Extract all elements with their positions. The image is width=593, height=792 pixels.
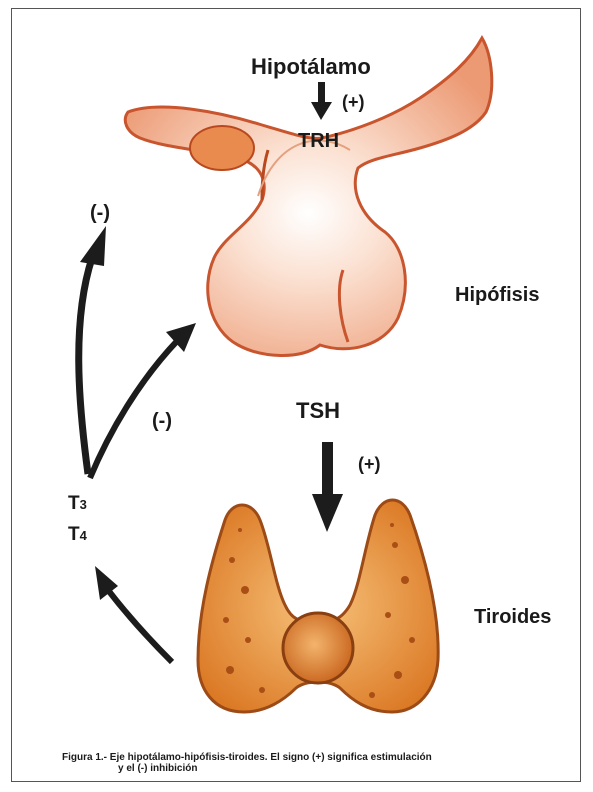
arrow-thyroid-to-hormones: [95, 566, 172, 662]
label-minus-mid: (-): [152, 410, 172, 433]
arrow-feedback-upper: [79, 226, 106, 474]
caption-line-2: y el (-) inhibición: [62, 763, 582, 774]
label-plus-top: (+): [342, 92, 365, 113]
label-t3: T3: [68, 493, 87, 515]
label-tsh: TSH: [296, 398, 340, 424]
pituitary-illustration: [125, 38, 491, 356]
label-plus-mid: (+): [358, 454, 381, 475]
figure-caption: Figura 1.- Eje hipotálamo-hipófisis-tiro…: [62, 752, 582, 774]
label-t4: T4: [68, 524, 87, 546]
arrow-tsh-to-thyroid: [312, 442, 343, 532]
label-thyroid: Tiroides: [474, 606, 551, 629]
label-pituitary: Hipófisis: [455, 284, 539, 307]
t3-subscript: 3: [80, 497, 87, 512]
arrow-hypothalamus-to-pituitary: [311, 82, 332, 120]
thyroid-illustration: [198, 500, 438, 712]
caption-line-1: Figura 1.- Eje hipotálamo-hipófisis-tiro…: [62, 752, 582, 763]
label-trh: TRH: [298, 130, 339, 153]
t4-subscript: 4: [80, 528, 87, 543]
label-hypothalamus: Hipotálamo: [251, 54, 371, 80]
t3-letter: T: [68, 493, 80, 514]
label-minus-left: (-): [90, 202, 110, 225]
arrow-feedback-lower: [90, 323, 196, 478]
t4-letter: T: [68, 524, 80, 545]
